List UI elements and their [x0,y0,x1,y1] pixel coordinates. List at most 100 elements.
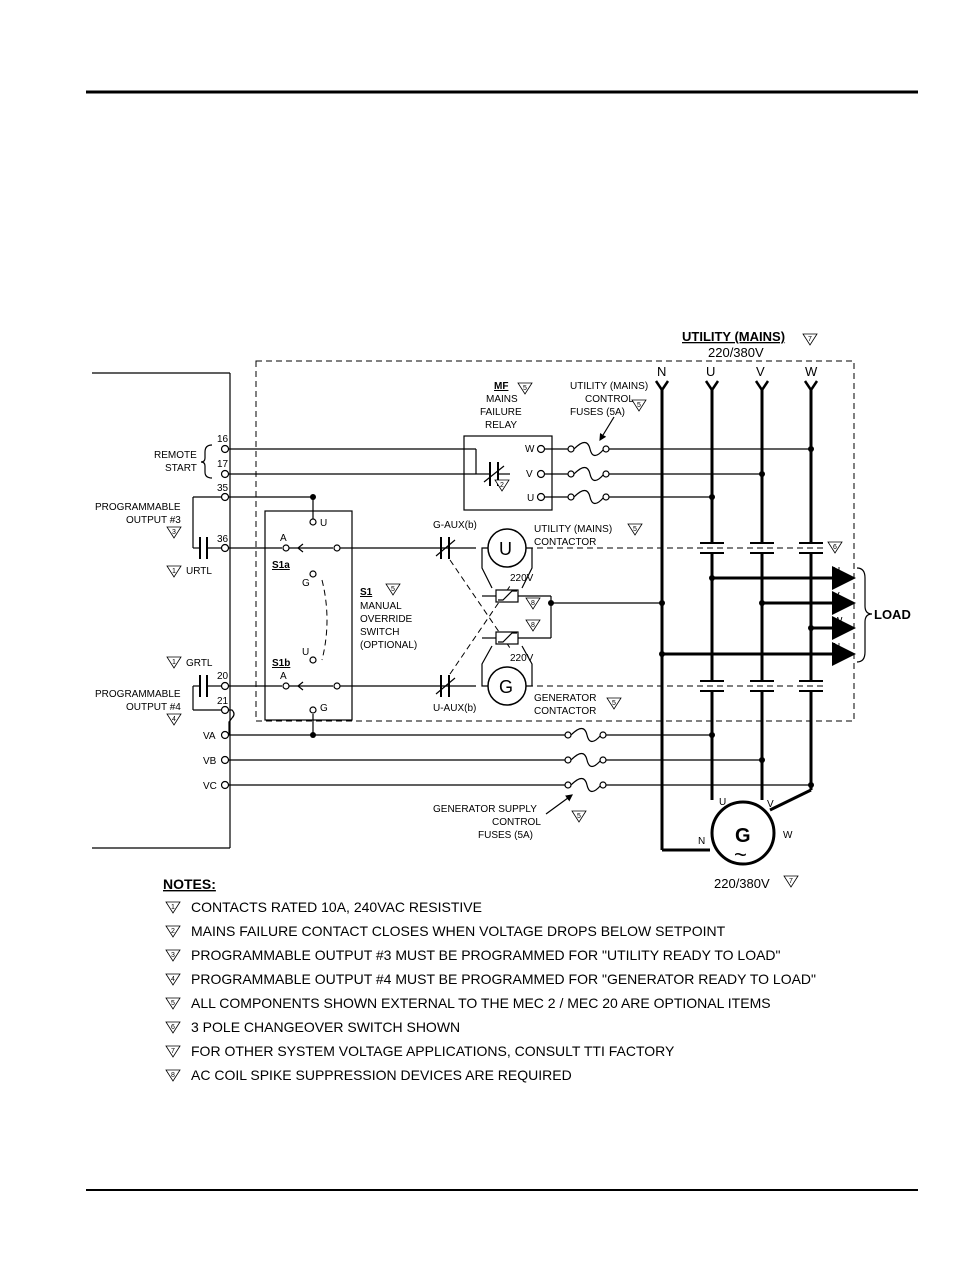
note-text: PROGRAMMABLE OUTPUT #4 MUST BE PROGRAMME… [191,971,816,987]
note-number: 7 [171,1048,175,1055]
g-aux-contact [435,537,456,559]
svg-text:S1b: S1b [272,658,290,669]
switch-line1: MANUAL [360,601,402,612]
svg-text:5: 5 [577,813,581,820]
svg-text:U: U [302,647,309,658]
terminal-36: 36 [217,534,229,545]
phase-label-w: W [805,364,818,379]
generator-coil-suppressor: 220V [481,631,551,687]
svg-text:4: 4 [172,716,176,723]
note-marker: 3 [165,949,181,962]
relay-title: MF [494,381,508,392]
note-marker: 2 [165,925,181,938]
phase-label-v: V [756,364,765,379]
generator-coil-symbol: G [499,677,513,697]
phase-label-n: N [657,364,666,379]
generator-control-fuses [545,727,814,815]
terminal-va: VA [203,731,216,742]
switch-line4: (OPTIONAL) [360,640,417,651]
svg-text:6: 6 [833,544,837,551]
notes-title: NOTES: [163,876,216,892]
control-wiring [228,448,565,786]
svg-text:5: 5 [612,700,616,707]
note-number: 3 [171,952,175,959]
note-text: 3 POLE CHANGEOVER SWITCH SHOWN [191,1019,460,1035]
svg-text:7: 7 [808,336,812,343]
svg-text:1: 1 [172,568,176,575]
coil-neutral-link [548,596,665,638]
generator-contactor-note-marker: 5 [606,697,622,710]
note-text: MAINS FAILURE CONTACT CLOSES WHEN VOLTAG… [191,923,726,939]
prog4-note-marker: 4 [166,713,182,726]
generator-voltage: 220/380V [714,876,770,891]
terminal-vc: VC [203,781,217,792]
relay-terminal-v: V [526,469,533,480]
svg-text:5: 5 [637,402,641,409]
gen-terminal-u: U [719,797,726,808]
note-text: ALL COMPONENTS SHOWN EXTERNAL TO THE MEC… [191,995,771,1011]
gen-fuses-note-marker: 5 [571,810,587,823]
load-brace [856,567,873,663]
switch-s1b: U S1b A G [272,647,476,714]
urtl-note-marker: 1 [166,565,182,578]
utility-control-fuses [545,416,814,505]
gen-terminal-v: V [767,799,774,810]
prog4-line2: OUTPUT #4 [126,702,181,713]
load-phase-v: V [833,591,840,602]
utility-fuses-line1: UTILITY (MAINS) [570,381,648,392]
prog4-line1: PROGRAMMABLE [95,689,181,700]
note-number: 8 [171,1072,175,1079]
relay-terminal-w: W [525,444,535,455]
utility-fuses-line2: CONTROL [585,394,634,405]
switch-s1a: U A G S1a [272,518,476,589]
note-number: 4 [171,976,175,983]
relay-terminal-u: U [527,493,534,504]
switch-title: S1 [360,587,373,598]
note-marker: 8 [165,1069,181,1082]
utility-fuses-line3: FUSES (5A) [570,407,625,418]
relay-contact-note-marker: 2 [494,479,510,492]
note-item: 4 PROGRAMMABLE OUTPUT #4 MUST BE PROGRAMM… [165,971,816,987]
note-marker: 5 [165,997,181,1010]
aux-cross-link-1 [449,559,511,649]
load-phase-u: U [833,566,840,577]
utility-contactor-note-marker: 5 [627,523,643,536]
prog3-line2: OUTPUT #3 [126,515,181,526]
load-label: LOAD [874,607,911,622]
remote-start-brace [200,444,213,479]
note-marker: 1 [165,901,181,914]
main-bus [660,388,813,852]
controller-box [92,372,231,849]
svg-text:8: 8 [531,622,535,629]
terminal-16: 16 [217,434,229,445]
note-item: 6 3 POLE CHANGEOVER SWITCH SHOWN [165,1019,460,1035]
relay-note-marker: 5 [517,382,533,395]
svg-text:S1a: S1a [272,560,290,571]
note-number: 5 [171,1000,175,1007]
aux-cross-link-2 [449,585,511,675]
note-text: AC COIL SPIKE SUPPRESSION DEVICES ARE RE… [191,1067,572,1083]
terminal-17: 17 [217,459,229,470]
note-number: 6 [171,1024,175,1031]
note-item: 3 PROGRAMMABLE OUTPUT #3 MUST BE PROGRAMM… [165,947,781,963]
load-phase-n: N [833,642,840,653]
svg-text:G: G [302,578,310,589]
note-text: PROGRAMMABLE OUTPUT #3 MUST BE PROGRAMME… [191,947,781,963]
terminal-20: 20 [217,671,229,682]
svg-text:5: 5 [633,526,637,533]
gen-fuses-line3: FUSES (5A) [478,830,533,841]
prog3-note-marker: 3 [166,526,182,539]
remote-start-line1: REMOTE [154,450,197,461]
generator-suppression-note-marker: 8 [525,619,541,632]
switch-note-marker: 5 [385,583,401,596]
generator-letter: G [735,825,751,847]
grtl-label: GRTL [186,658,213,669]
switch-interlock [321,579,328,661]
generator-symbol [710,800,776,866]
svg-text:5: 5 [391,586,395,593]
note-text: FOR OTHER SYSTEM VOLTAGE APPLICATIONS, C… [191,1043,675,1059]
prog3-line1: PROGRAMMABLE [95,502,181,513]
